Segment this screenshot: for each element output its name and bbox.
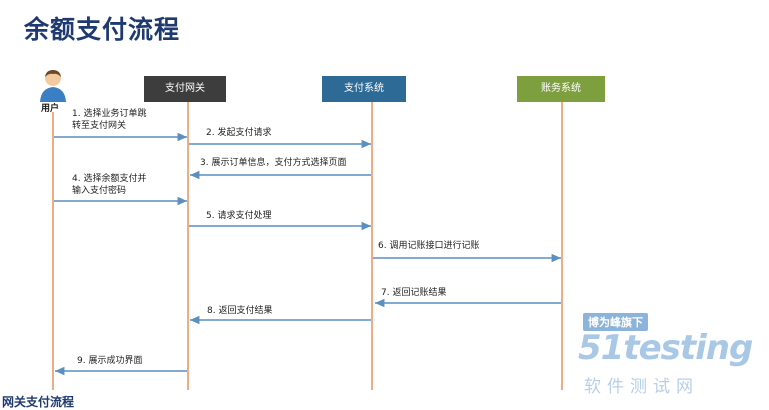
message-4: 4. 选择余额支付并 输入支付密码	[72, 173, 146, 197]
participant-account-box: 账务系统	[517, 76, 605, 102]
watermark-tag: 博为峰旗下	[583, 313, 648, 331]
watermark-logo: 51testing	[578, 328, 753, 368]
message-4-line2: 输入支付密码	[72, 186, 127, 196]
sequence-diagram	[52, 102, 563, 390]
message-7: 7. 返回记账结果	[381, 288, 447, 298]
user-icon	[40, 70, 66, 102]
message-1-line2: 转至支付网关	[72, 121, 127, 131]
participant-user-label: 用户	[41, 104, 60, 114]
message-9: 9. 展示成功界面	[77, 356, 143, 366]
participant-payment-box: 支付系统	[322, 76, 406, 102]
message-5: 5. 请求支付处理	[206, 211, 272, 221]
watermark-subtitle: 软件测试网	[584, 377, 699, 397]
message-4-line1: 4. 选择余额支付并	[72, 174, 147, 184]
next-section-title: 网关支付流程	[2, 395, 75, 409]
message-3: 3. 展示订单信息，支付方式选择页面	[200, 158, 347, 168]
message-1: 1. 选择业务订单跳 转至支付网关	[72, 108, 146, 132]
message-6: 6. 调用记账接口进行记账	[378, 241, 480, 251]
message-8: 8. 返回支付结果	[207, 306, 273, 316]
page-title: 余额支付流程	[24, 15, 181, 44]
message-2: 2. 发起支付请求	[206, 128, 272, 138]
participant-gateway-box: 支付网关	[144, 76, 226, 102]
message-1-line1: 1. 选择业务订单跳	[72, 109, 147, 119]
